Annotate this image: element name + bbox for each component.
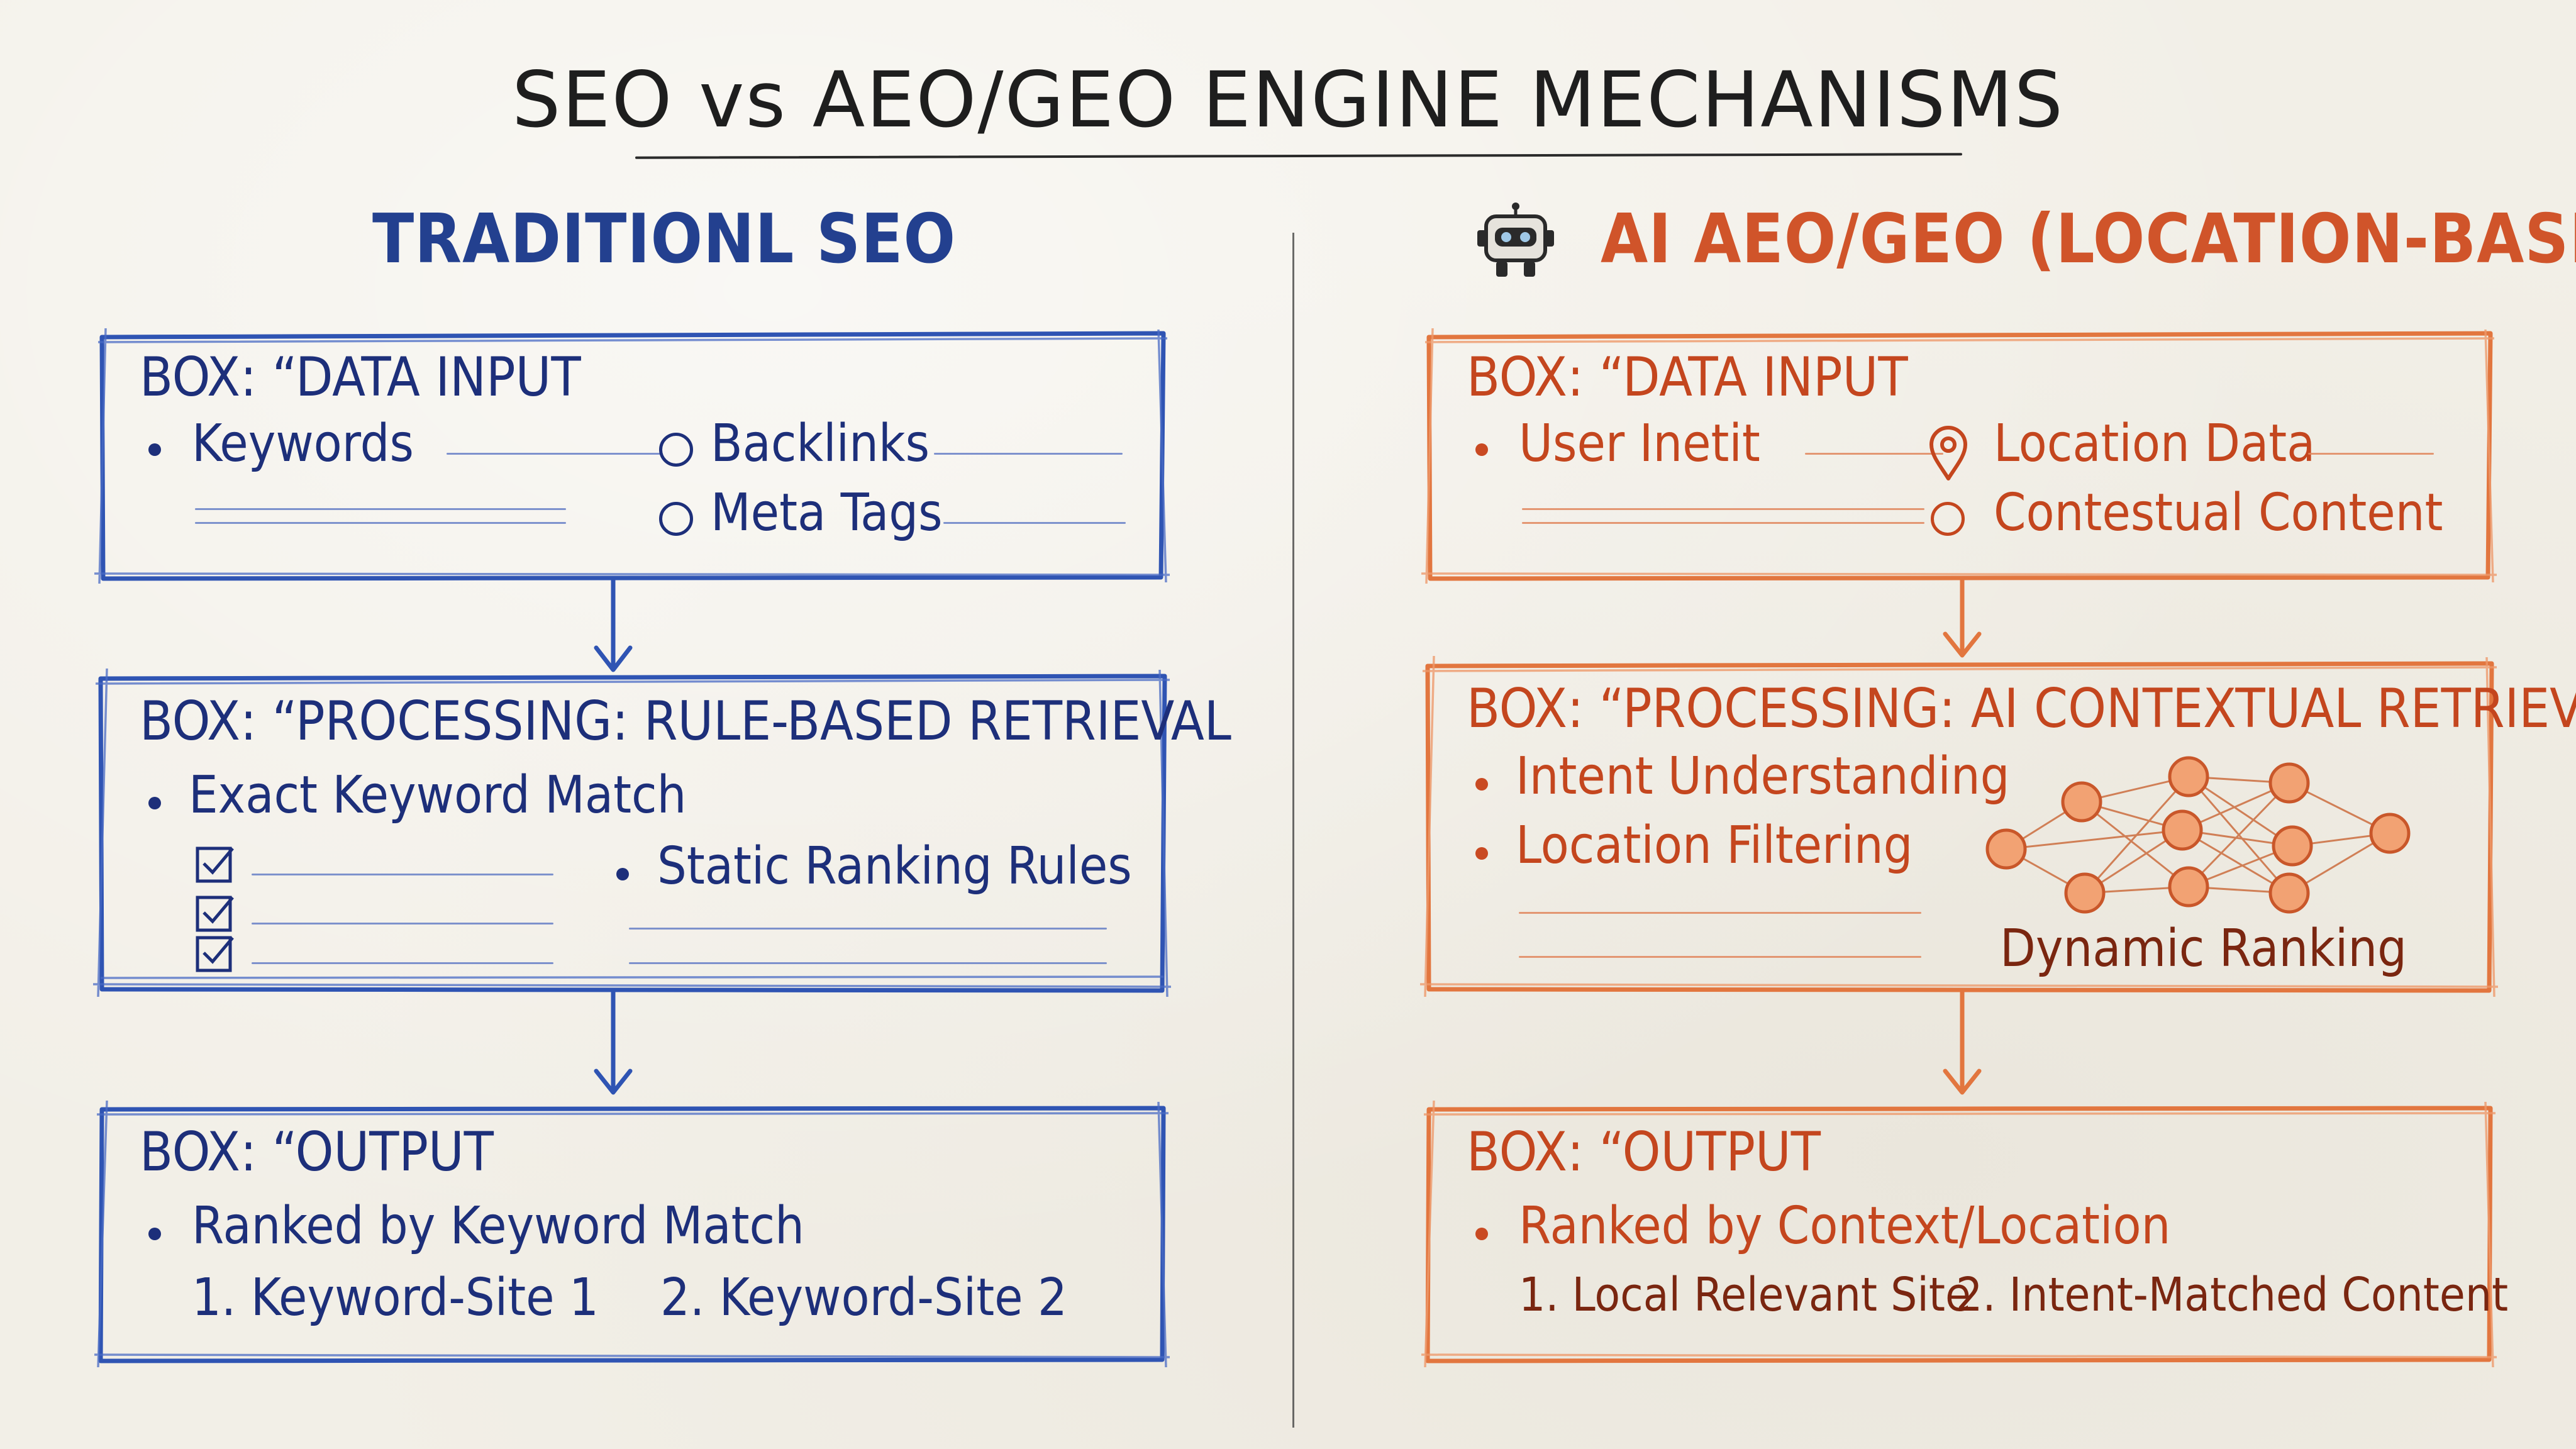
page-title: SEO vs AEO/GEO ENGINE MECHANISMS bbox=[511, 55, 2065, 145]
seo-output-label: BOX: “OUTPUT bbox=[140, 1121, 494, 1184]
ai-processing-label: BOX: “PROCESSING: AI CONTEXTUAL RETRIEVA… bbox=[1467, 677, 2576, 740]
placeholder-line bbox=[934, 453, 1123, 455]
neural-network-diagram bbox=[1985, 756, 2411, 914]
ai-output-ranked: Ranked by Context/Location bbox=[1519, 1196, 2171, 1256]
seo-processing-label: BOX: “PROCESSING: RULE-BASED RETRIEVAL bbox=[140, 690, 1231, 753]
ai-output-result-1: 1. Local Relevant Site bbox=[1519, 1268, 1971, 1322]
down-arrow-icon bbox=[1943, 988, 1982, 1095]
placeholder-line bbox=[252, 874, 553, 875]
bullet-icon bbox=[1475, 1228, 1488, 1240]
placeholder-line bbox=[447, 453, 660, 455]
placeholder-line bbox=[1519, 912, 1921, 914]
ai-input-box: BOX: “DATA INPUT User Inetit Location Da… bbox=[1421, 328, 2497, 584]
seo-input-backlinks: Backlinks bbox=[711, 414, 930, 474]
placeholder-line bbox=[1519, 956, 1921, 958]
placeholder-line bbox=[195, 522, 566, 524]
location-pin-icon bbox=[1929, 426, 1967, 480]
ai-input-location-data: Location Data bbox=[1994, 414, 2316, 474]
seo-input-box: BOX: “DATA INPUT Keywords Backlinks Meta… bbox=[94, 328, 1170, 584]
ai-output-label: BOX: “OUTPUT bbox=[1467, 1121, 1821, 1184]
placeholder-line bbox=[1522, 522, 1924, 524]
seo-output-box: BOX: “OUTPUT Ranked by Keyword Match 1. … bbox=[94, 1100, 1170, 1368]
placeholder-line bbox=[195, 508, 566, 510]
column-divider bbox=[1292, 233, 1294, 1428]
ai-heading: AI AEO/GEO (LOCATION-BASED) bbox=[1601, 200, 2576, 279]
seo-input-label: BOX: “DATA INPUT bbox=[140, 346, 581, 409]
ai-input-label: BOX: “DATA INPUT bbox=[1467, 346, 1908, 409]
bullet-icon bbox=[148, 797, 161, 809]
seo-output-ranked: Ranked by Keyword Match bbox=[192, 1196, 804, 1256]
seo-processing-exact-match: Exact Keyword Match bbox=[189, 765, 687, 825]
placeholder-line bbox=[629, 962, 1107, 964]
checkbox-checked-icon bbox=[196, 936, 234, 972]
bullet-icon bbox=[616, 868, 629, 880]
placeholder-line bbox=[2308, 453, 2434, 455]
bullet-icon bbox=[1475, 847, 1488, 860]
ai-processing-location: Location Filtering bbox=[1516, 816, 1913, 875]
seo-output-result-1: 1. Keyword-Site 1 bbox=[192, 1268, 599, 1328]
seo-processing-static-rules: Static Ranking Rules bbox=[657, 836, 1132, 896]
down-arrow-icon bbox=[594, 576, 633, 672]
bullet-icon bbox=[1475, 778, 1488, 791]
ai-processing-network-caption: Dynamic Ranking bbox=[2000, 919, 2407, 979]
placeholder-line bbox=[1805, 453, 1943, 455]
down-arrow-icon bbox=[1943, 576, 1982, 658]
placeholder-line bbox=[1522, 508, 1924, 510]
placeholder-line bbox=[252, 962, 553, 964]
checkbox-checked-icon bbox=[196, 896, 234, 932]
ai-output-box: BOX: “OUTPUT Ranked by Context/Location … bbox=[1421, 1100, 2508, 1368]
down-arrow-icon bbox=[594, 988, 633, 1095]
circle-bullet-icon bbox=[659, 502, 693, 536]
ai-processing-box: BOX: “PROCESSING: AI CONTEXTUAL RETRIEVA… bbox=[1419, 655, 2576, 997]
ai-input-user-intent: User Inetit bbox=[1519, 414, 1760, 474]
seo-heading: TRADITIONL SEO bbox=[372, 200, 957, 279]
placeholder-line bbox=[943, 522, 1126, 524]
bullet-icon bbox=[1475, 443, 1488, 456]
ai-processing-intent: Intent Understanding bbox=[1516, 747, 2010, 806]
seo-input-meta-tags: Meta Tags bbox=[711, 483, 943, 543]
circle-bullet-icon bbox=[659, 433, 693, 467]
checkbox-checked-icon bbox=[196, 847, 234, 883]
robot-icon bbox=[1477, 203, 1554, 277]
ai-input-contextual-content: Contestual Content bbox=[1994, 483, 2443, 543]
seo-processing-box: BOX: “PROCESSING: RULE-BASED RETRIEVAL E… bbox=[92, 668, 1231, 997]
bullet-icon bbox=[148, 1228, 161, 1240]
placeholder-line bbox=[629, 928, 1107, 930]
seo-input-keywords: Keywords bbox=[192, 414, 414, 474]
ai-output-result-2: 2. Intent-Matched Content bbox=[1956, 1268, 2509, 1322]
bullet-icon bbox=[148, 443, 161, 456]
circle-bullet-icon bbox=[1931, 502, 1965, 536]
placeholder-line bbox=[252, 923, 553, 924]
seo-output-result-2: 2. Keyword-Site 2 bbox=[660, 1268, 1067, 1328]
